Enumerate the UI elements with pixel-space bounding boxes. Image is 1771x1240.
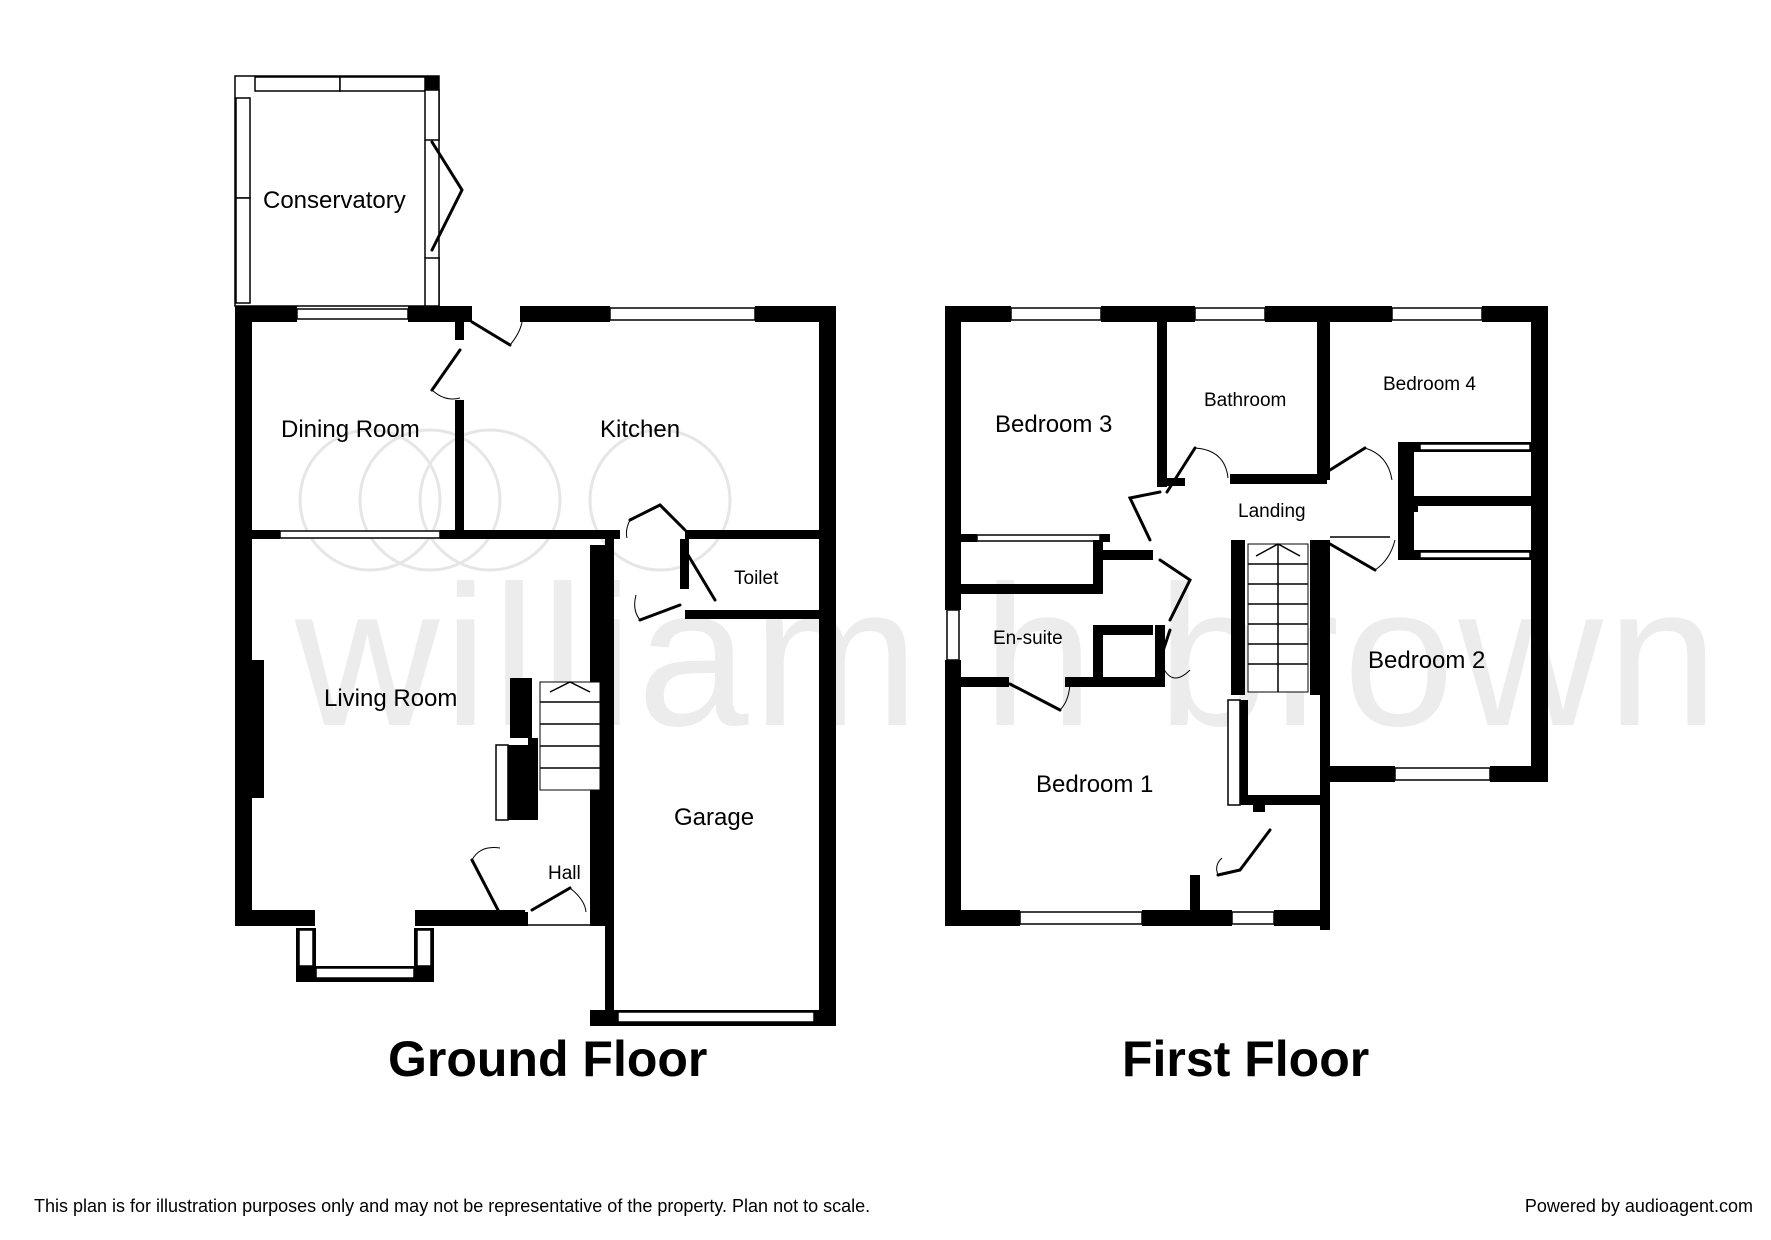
watermark-text: william h brown <box>294 545 1722 768</box>
footer-powered-by: Powered by audioagent.com <box>1524 1196 1753 1216</box>
first-floor-title: First Floor <box>1122 1031 1369 1087</box>
room-label-bedroom-2: Bedroom 2 <box>1368 647 1485 674</box>
room-label-bedroom-1: Bedroom 1 <box>1036 771 1153 798</box>
room-label-bathroom: Bathroom <box>1204 390 1286 411</box>
first-floor-staircase <box>1231 540 1322 695</box>
ground-staircase <box>495 678 601 821</box>
conservatory-frame <box>234 75 464 307</box>
watermark: william h brown <box>294 428 1722 768</box>
ground-floor-title: Ground Floor <box>388 1031 707 1087</box>
ground-floor-plan: Conservatory Dining Room Kitchen Toilet … <box>234 75 836 1087</box>
footer-disclaimer: This plan is for illustration purposes o… <box>34 1196 871 1216</box>
room-label-conservatory: Conservatory <box>263 187 406 214</box>
room-label-garage: Garage <box>674 804 754 831</box>
room-label-dining-room: Dining Room <box>281 416 420 443</box>
room-label-toilet: Toilet <box>734 568 779 589</box>
room-label-kitchen: Kitchen <box>600 416 680 443</box>
room-label-bedroom-3: Bedroom 3 <box>995 411 1112 438</box>
room-label-bedroom-4: Bedroom 4 <box>1383 374 1476 395</box>
room-label-en-suite: En-suite <box>993 628 1063 649</box>
first-floor-plan: Bedroom 3 Bathroom Bedroom 4 Landing En-… <box>945 306 1548 1087</box>
room-label-hall: Hall <box>548 863 581 884</box>
room-label-living-room: Living Room <box>324 685 457 712</box>
room-label-landing: Landing <box>1238 501 1306 522</box>
